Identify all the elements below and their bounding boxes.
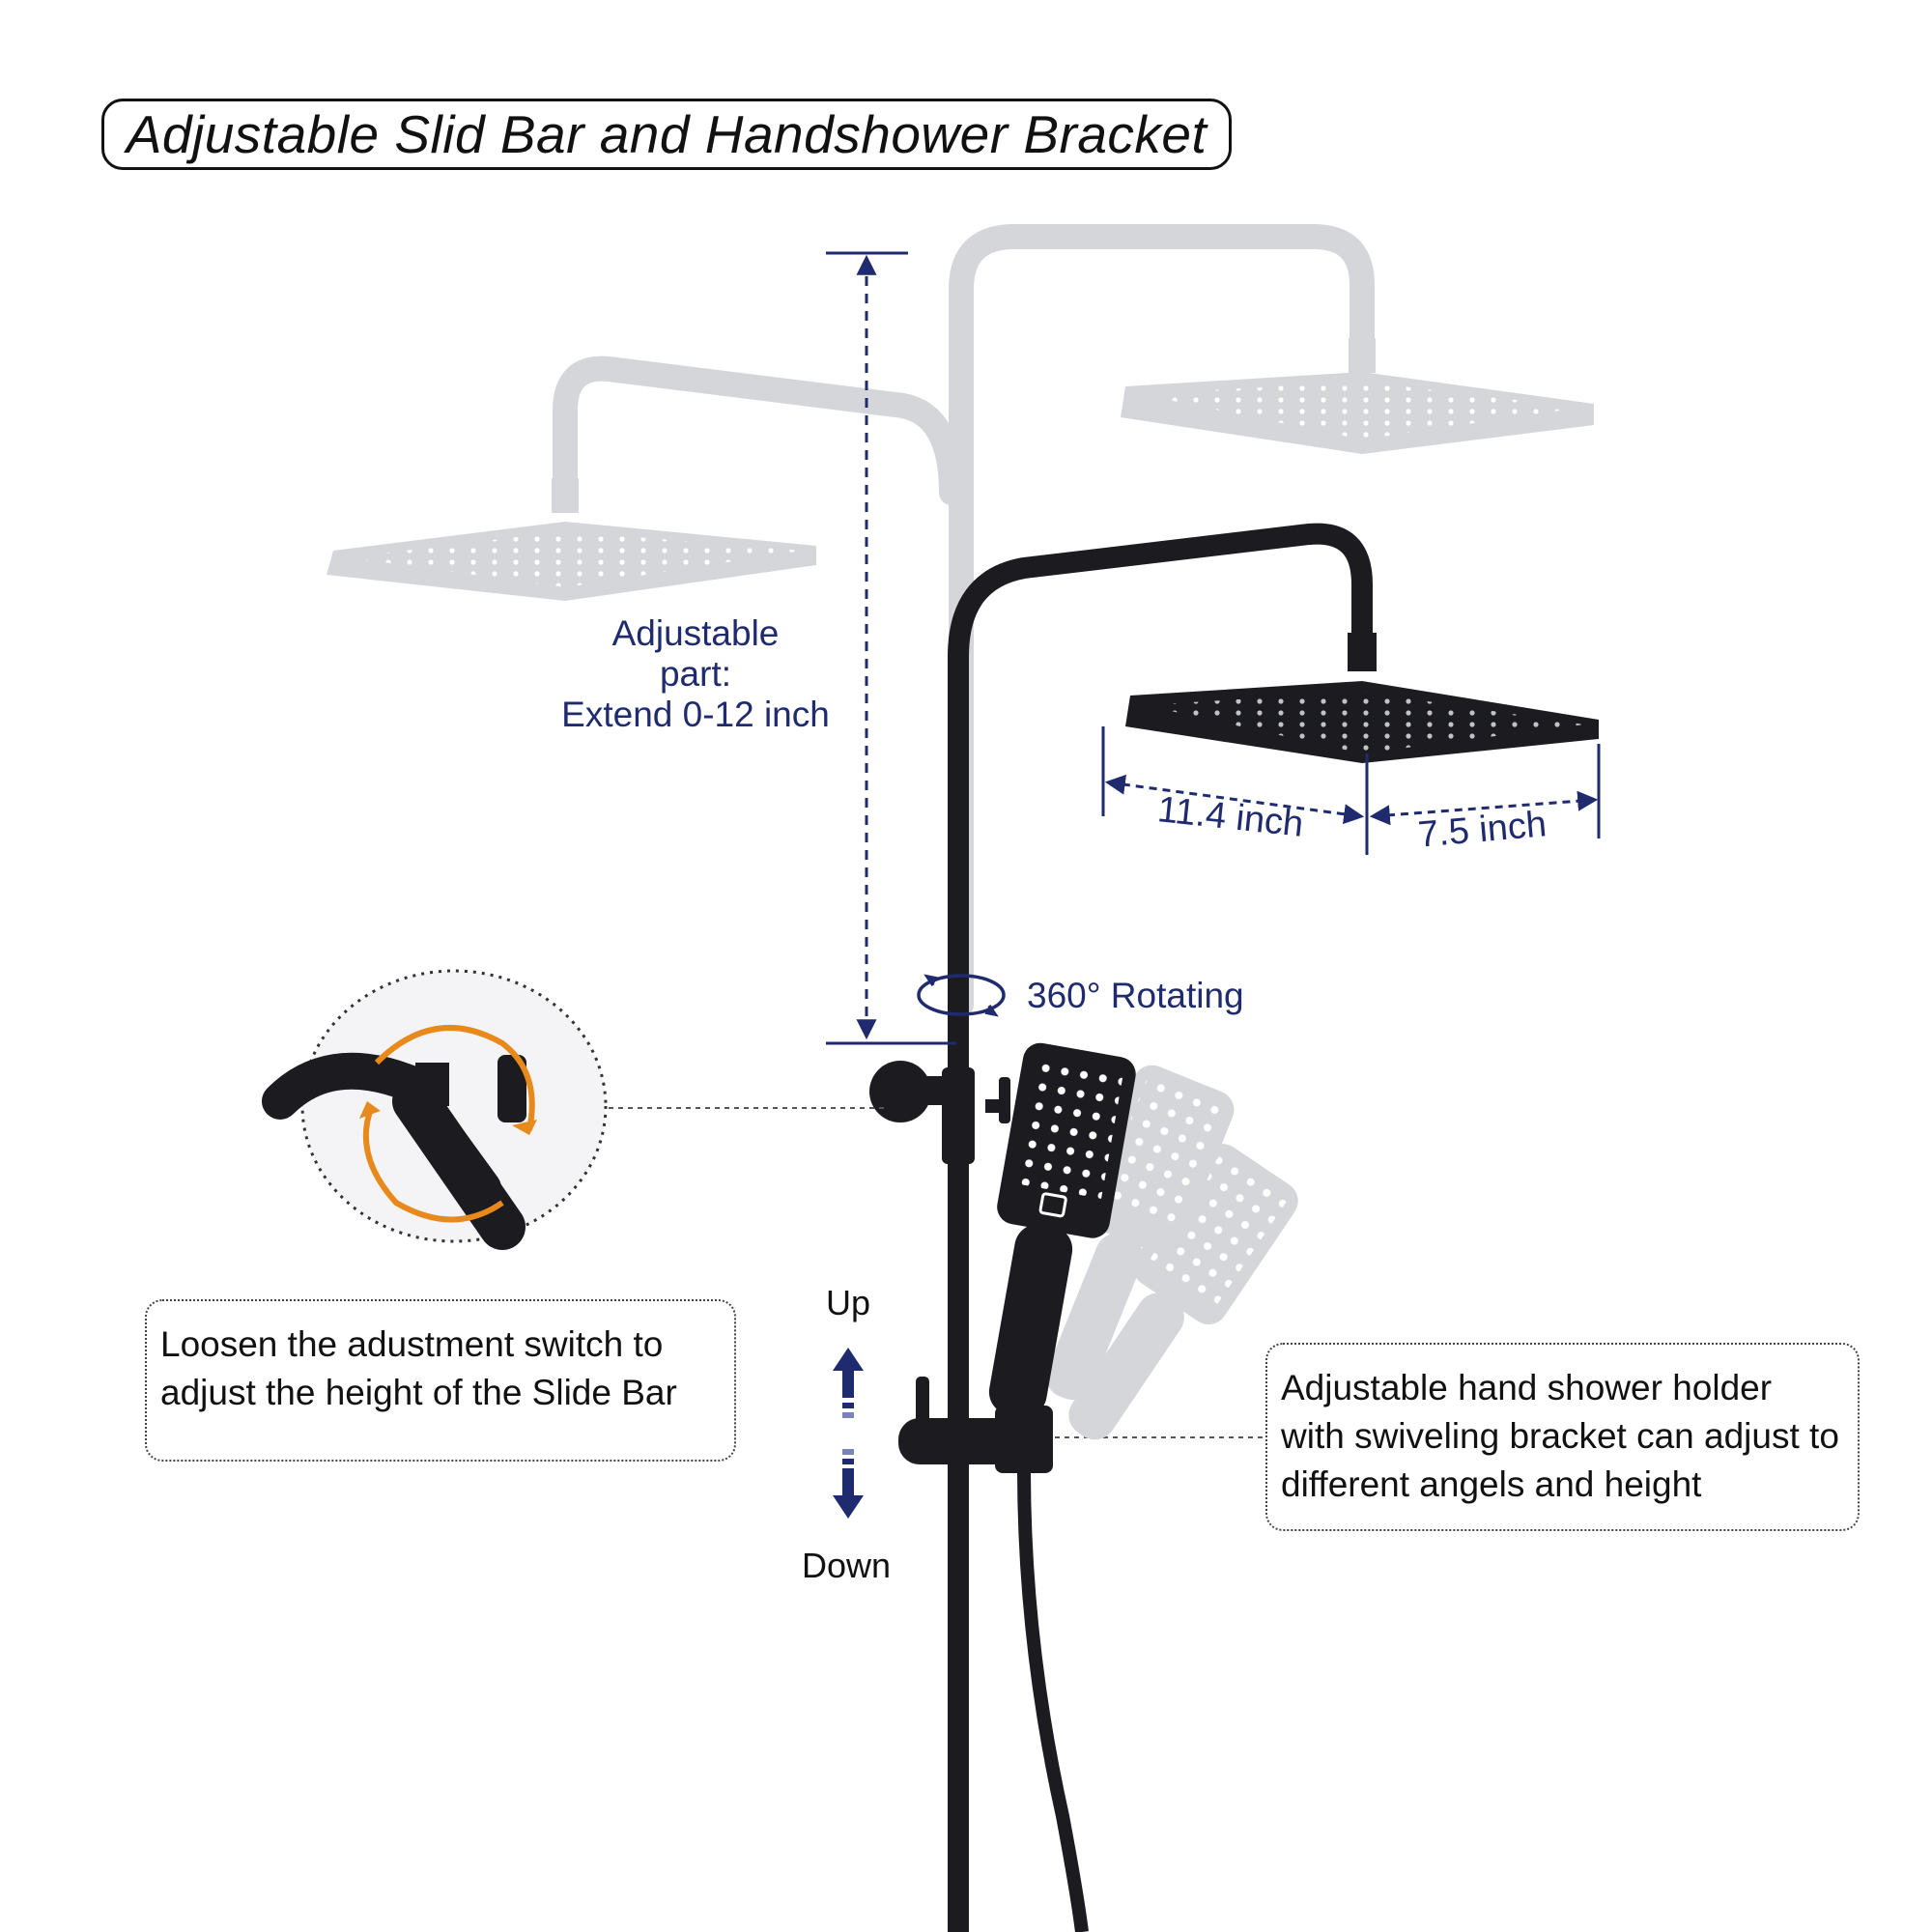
width-dimension [1101, 726, 1601, 855]
up-arrow-icon [833, 1348, 864, 1418]
ghost-raised-arm-left [552, 355, 964, 513]
adjustable-part-line-3: Extend 0-12 inch [561, 695, 830, 734]
ghost-raised-arm-right [949, 224, 1376, 1017]
main-shower-arm [948, 523, 1377, 1932]
shower-hose [1017, 1467, 1089, 1932]
hand-shower [988, 1042, 1136, 1418]
ghost-shower-head-left [327, 522, 816, 601]
detail-zoom-circle [262, 969, 608, 1250]
holder-note-text: Adjustable hand shower holder with swive… [1281, 1368, 1839, 1504]
holder-note: Adjustable hand shower holder with swive… [1265, 1343, 1860, 1531]
ghost-hand-shower-2 [1068, 1144, 1298, 1440]
adjustable-part-label: Adjustable part: Extend 0-12 inch [536, 613, 855, 735]
ghost-shower-head-right [1121, 372, 1594, 454]
height-dimension [826, 251, 956, 1045]
rotation-indicator-icon [917, 974, 1006, 1017]
hand-shower-holder [898, 1377, 1053, 1473]
wall-bracket [869, 1061, 1010, 1164]
adjustable-part-line-1: Adjustable [611, 613, 780, 653]
slide-bar-note-text: Loosen the adustment switch to adjust th… [160, 1324, 677, 1412]
up-label: Up [826, 1283, 871, 1322]
rotating-label: 360° Rotating [1027, 976, 1244, 1015]
slide-bar-note: Loosen the adustment switch to adjust th… [145, 1299, 736, 1462]
adjustable-part-line-2: part: [659, 654, 732, 694]
page-title: Adjustable Slid Bar and Handshower Brack… [126, 104, 1208, 164]
down-label: Down [802, 1546, 892, 1585]
main-shower-head [1125, 681, 1599, 763]
down-arrow-icon [833, 1449, 864, 1519]
title-frame: Adjustable Slid Bar and Handshower Brack… [101, 99, 1232, 170]
